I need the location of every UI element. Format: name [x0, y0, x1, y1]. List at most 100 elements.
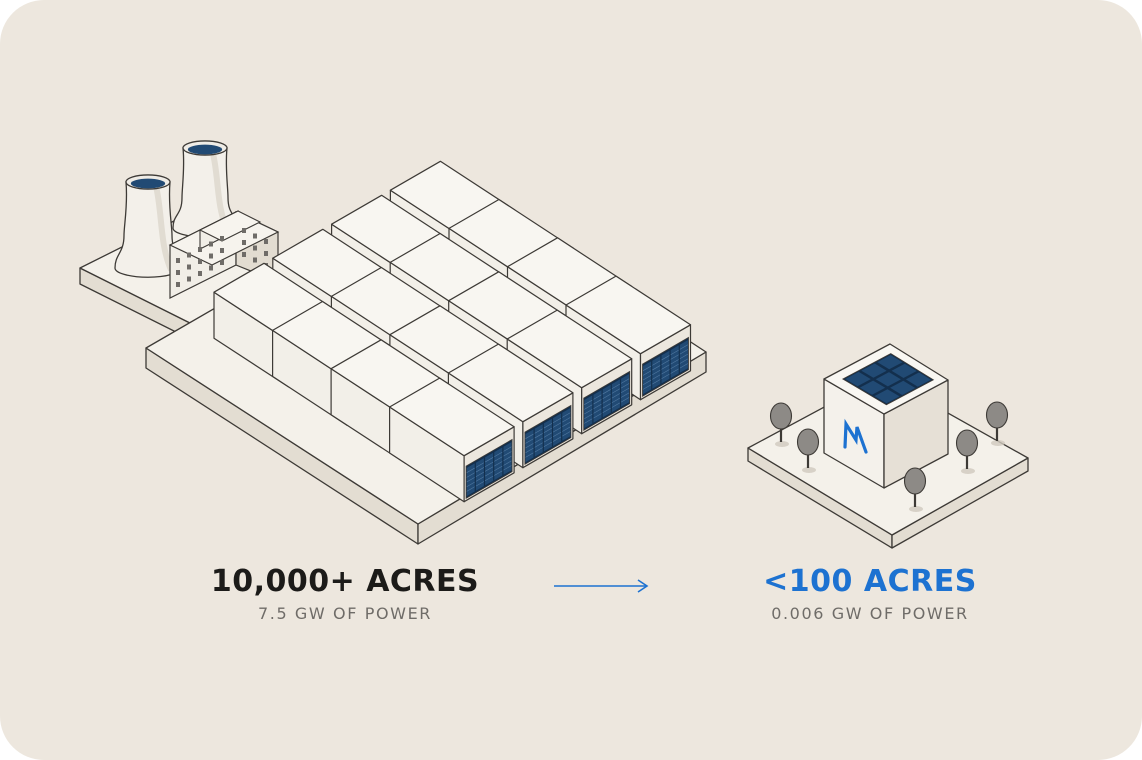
server-slot-line — [642, 384, 652, 390]
server-slot-line — [562, 426, 571, 432]
server-slot-line — [494, 461, 503, 467]
server-slot-line — [534, 447, 543, 453]
server-slot-line — [543, 432, 553, 438]
factory-window — [187, 252, 191, 258]
server-slot-line — [562, 431, 571, 437]
server-slot-line — [525, 433, 534, 439]
server-slot-line — [670, 359, 679, 365]
factory-window — [242, 252, 246, 257]
server-slot-line — [642, 365, 652, 371]
solar-cell — [859, 380, 886, 395]
server-slot-line — [584, 404, 593, 410]
tower-opening — [187, 144, 223, 155]
server-slot-line — [494, 465, 503, 472]
server-slot-line — [602, 398, 611, 404]
factory-window — [253, 233, 257, 239]
server-slot-line — [679, 363, 689, 369]
server-slot-line — [543, 437, 553, 443]
factory-window — [198, 259, 202, 264]
server-slot-line — [652, 365, 661, 371]
server-slot-line — [642, 375, 652, 381]
server-slot-line — [484, 461, 494, 467]
server-slot-line — [494, 456, 503, 462]
factory-window — [209, 253, 213, 259]
factory-upper-roof — [198, 210, 262, 242]
server-slot-line — [466, 472, 475, 478]
tree-icon — [796, 428, 820, 456]
arrow-head — [637, 579, 649, 593]
server-slot-line — [552, 436, 562, 442]
server-slot-line — [593, 413, 602, 419]
server-slot-line — [543, 427, 553, 433]
left-caption: 10,000+ ACRES 7.5 GW OF POWER — [165, 565, 525, 624]
arrow-right-icon — [554, 579, 649, 593]
server-slot-line — [534, 433, 543, 439]
server-slot-line — [593, 394, 602, 400]
server-slot-line — [562, 412, 571, 418]
server-slot-line — [466, 486, 475, 492]
server-slot-line — [484, 475, 494, 482]
server-slot-line — [534, 437, 543, 443]
server-slot-line — [620, 392, 630, 398]
server-slot-line — [652, 374, 661, 380]
power-plant-building — [168, 210, 280, 299]
server-slot-line — [620, 397, 630, 403]
tree-icon — [985, 401, 1009, 429]
solar-cell — [891, 363, 917, 378]
solar-cell — [905, 372, 931, 387]
server-slot-line — [602, 393, 611, 399]
tree-icon — [955, 429, 979, 457]
tree-shadow — [991, 440, 1005, 446]
solar-cube-icon — [823, 343, 949, 489]
server-slot-line — [525, 443, 534, 449]
solar-cell — [861, 363, 887, 378]
server-slot-line — [484, 457, 494, 463]
server-slot-line — [503, 460, 512, 466]
factory-window — [198, 271, 202, 276]
tree-shadow — [802, 467, 816, 473]
server-slot-line — [525, 438, 534, 444]
tree-group-front — [796, 428, 979, 512]
server-slot-line — [661, 369, 670, 375]
factory-window — [176, 282, 180, 287]
tree-group-back — [769, 401, 1009, 447]
server-slot-line — [494, 451, 503, 458]
server-slot-line — [552, 431, 562, 438]
server-slot-line — [466, 467, 475, 473]
server-slot-line — [584, 409, 593, 415]
server-slot-line — [475, 471, 485, 477]
factory-window — [176, 258, 180, 263]
factory-window — [264, 239, 268, 244]
server-slot-line — [661, 359, 670, 365]
server-slot-line — [466, 477, 475, 483]
server-slot-line — [584, 418, 593, 424]
server-slot-line — [484, 466, 494, 472]
factory-window — [220, 236, 224, 241]
solar-cell — [877, 355, 903, 370]
building-roof — [447, 343, 574, 423]
building-roof — [389, 377, 515, 457]
factory-window — [242, 240, 246, 245]
left-headline: 10,000+ ACRES — [210, 564, 480, 599]
server-slot-line — [534, 442, 543, 448]
server-slot-line — [611, 402, 621, 408]
factory-window — [209, 241, 213, 247]
server-slot-line — [475, 462, 485, 468]
cooling-tower-icon — [114, 174, 182, 278]
server-slot-line — [611, 383, 621, 390]
left-subtitle: 7.5 GW OF POWER — [257, 604, 432, 623]
factory-window — [220, 248, 224, 253]
server-slot-line — [670, 349, 679, 356]
factory-window — [187, 276, 191, 282]
server-slot-line — [593, 403, 602, 409]
solar-cell — [890, 380, 916, 395]
server-slot-line — [652, 379, 661, 385]
right-caption: <100 ACRES 0.006 GW OF POWER — [690, 565, 1050, 624]
server-slot-line — [602, 407, 611, 414]
server-slot-line — [679, 349, 689, 355]
factory-window — [198, 247, 202, 252]
server-slot-line — [670, 363, 679, 370]
server-slot-line — [611, 393, 621, 399]
server-slot-line — [679, 358, 689, 364]
